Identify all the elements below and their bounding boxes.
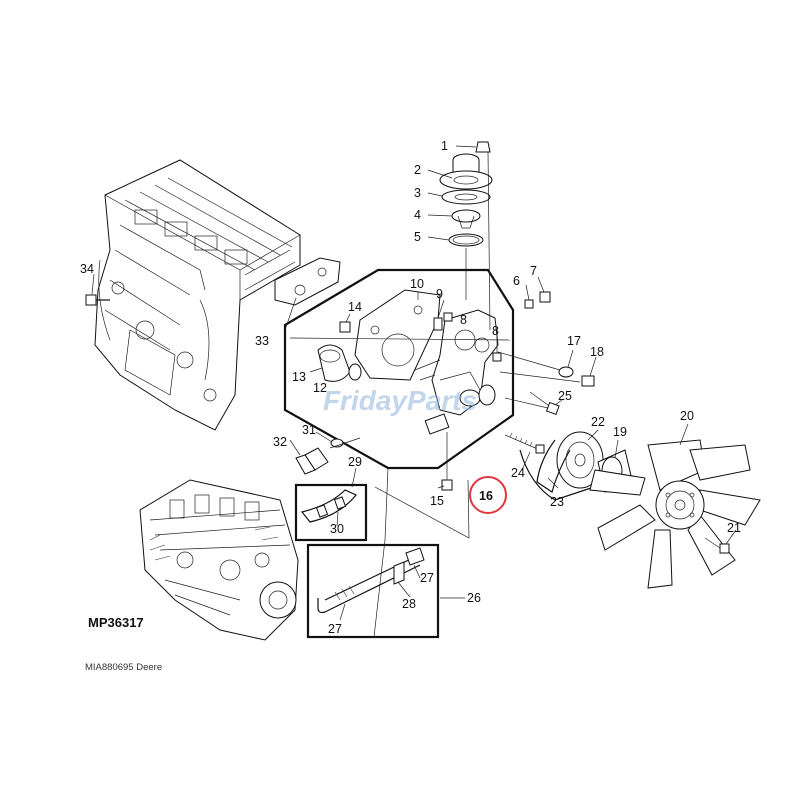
pulley-and-belt [519,431,604,501]
callout-16: 16 [479,489,493,503]
callout-24: 24 [511,466,525,480]
callout-labels: 1 2 3 4 5 6 7 8 8 9 10 12 13 14 15 16 17… [80,139,741,636]
assembly-outline-box [283,268,515,470]
source-caption: MIA880695 Deere [85,662,162,673]
hose-box-29-30 [294,483,368,542]
callout-29: 29 [348,455,362,469]
callout-17: 17 [567,334,581,348]
callout-6: 6 [513,274,520,288]
callout-27b: 27 [328,622,342,636]
bolt-21 [704,537,730,554]
engine-block-illustration [94,159,301,431]
cooling-fan-20 [589,439,761,589]
callout-13: 13 [292,370,306,384]
callout-23: 23 [550,495,564,509]
callout-32: 32 [273,435,287,449]
callout-20: 20 [680,409,694,423]
bolt-34 [85,294,110,306]
callout-34: 34 [80,262,94,276]
diagram-code: MP36317 [88,615,144,630]
gasket-33 [274,257,341,306]
callout-27: 27 [420,571,434,585]
callout-31: 31 [302,423,316,437]
bolt-24 [504,432,545,454]
callout-19: 19 [613,425,627,439]
callout-3: 3 [414,186,421,200]
callout-28: 28 [402,597,416,611]
callout-30: 30 [330,522,344,536]
highlight-ring [469,476,507,514]
engine-lower-illustration [139,479,299,641]
bolt-15 [441,432,453,491]
callout-9: 9 [436,287,443,301]
callout-4: 4 [414,208,421,222]
callout-18: 18 [590,345,604,359]
callout-33: 33 [255,334,269,348]
watermark-logo: FridayParts [323,385,477,416]
thermostat-housing-parts [439,141,493,247]
callout-26: 26 [467,591,481,605]
pipe-box-26-28 [306,543,440,639]
callout-5: 5 [414,230,421,244]
callout-15: 15 [430,494,444,508]
callout-12: 12 [313,381,327,395]
right-side-hardware [497,291,595,416]
callout-2: 2 [414,163,421,177]
temperature-sensor [295,437,361,475]
callout-10: 10 [410,277,424,291]
callout-8: 8 [460,313,467,327]
hose-29-30 [300,489,357,523]
pipe-27-28 [317,547,425,614]
assembly-guide-lines [465,151,491,331]
leader-lines [91,145,737,621]
water-pump-housing-parts [289,289,511,435]
callout-21: 21 [727,521,741,535]
callout-7: 7 [530,264,537,278]
callout-22: 22 [591,415,605,429]
callout-14: 14 [348,300,362,314]
callout-25: 25 [558,389,572,403]
callout-1: 1 [441,139,448,153]
pipe-guide-lines [373,467,470,638]
callout-8b: 8 [492,324,499,338]
